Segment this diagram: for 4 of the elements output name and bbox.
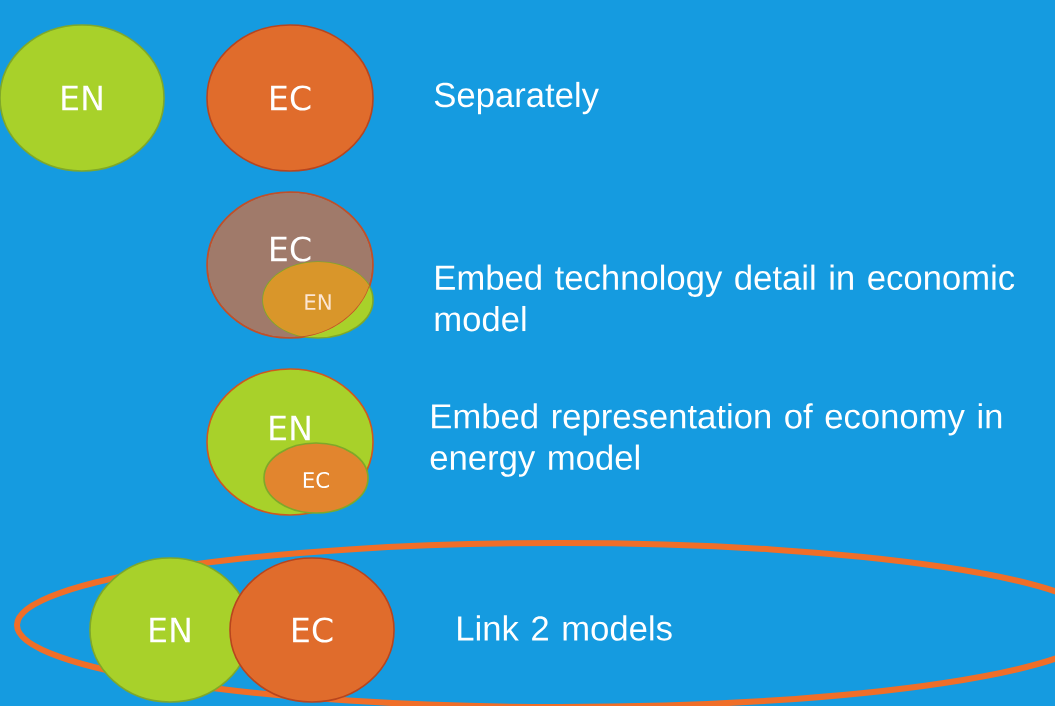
description-text: Link 2 models bbox=[458, 615, 672, 641]
description-text: Embed representation of economy in energy model bbox=[430, 403, 1002, 477]
description-text: Embed technology detail in economic model bbox=[435, 264, 1015, 332]
description-text: Separately bbox=[434, 81, 599, 115]
